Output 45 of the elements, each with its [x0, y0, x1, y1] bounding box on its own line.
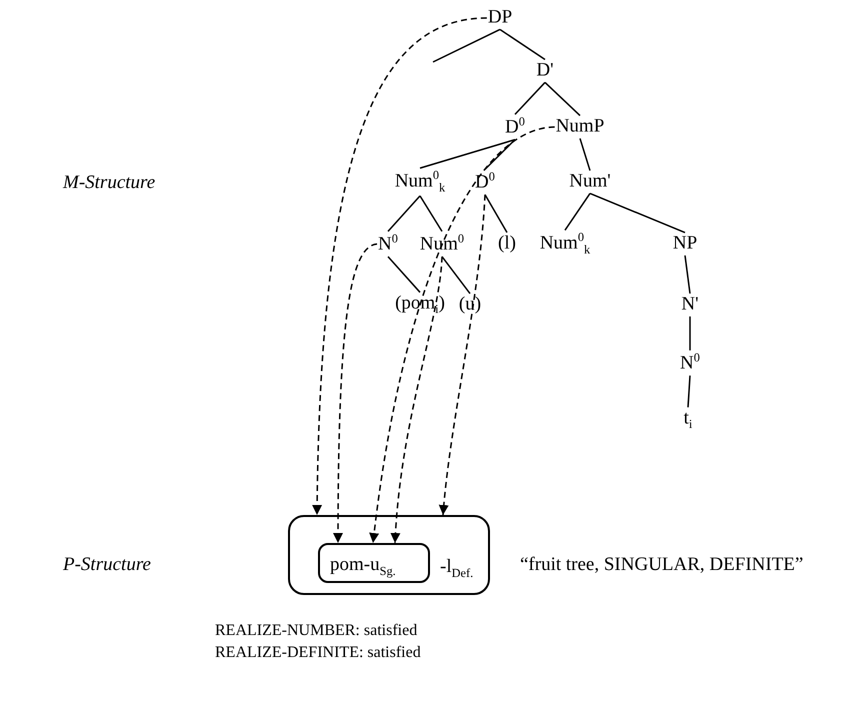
tree-branch: [420, 138, 516, 169]
tree-node-label: N': [681, 294, 699, 316]
tree-branch: [387, 195, 421, 232]
morpheme-text: -l$_{Def.}$: [440, 557, 474, 580]
tree-branch: [441, 256, 471, 294]
rounded-box: [288, 515, 490, 595]
dashed-arrow: [390, 256, 443, 544]
dashed-arrow: [369, 126, 555, 544]
tree-branch: [484, 139, 516, 170]
tree-node-label: (l): [498, 234, 516, 254]
tree-node-label: D$^{0}$: [505, 115, 525, 139]
tree-node-label: (pom$_{i}$): [395, 293, 445, 317]
tree-branch: [484, 194, 508, 233]
tree-branch: [500, 28, 546, 60]
rounded-box: [318, 543, 430, 583]
tree-branch: [514, 82, 546, 115]
tree-branch: [419, 195, 443, 232]
constraint-line: REALIZE-DEFINITE: satisfied: [215, 644, 421, 662]
tree-node-label: DP: [488, 8, 512, 28]
gloss-text: “fruit tree, SINGULAR, DEFINITE”: [520, 554, 804, 576]
tree-branch: [387, 256, 421, 293]
dashed-arrow: [312, 17, 487, 516]
tree-branch: [432, 28, 500, 63]
tree-node-label: Num': [569, 172, 611, 192]
constraint-line: REALIZE-NUMBER: satisfied: [215, 622, 418, 640]
tree-node-label: Num$^{0}$: [420, 232, 464, 256]
tree-branch: [590, 192, 686, 234]
morpheme-text: pom-u$_{Sg.}$: [330, 555, 396, 578]
dashed-arrow: [333, 243, 378, 543]
tree-node-label: NumP: [556, 116, 604, 138]
tree-branch: [687, 376, 691, 408]
tree-branch: [689, 316, 691, 350]
tree-node-label: N$^{0}$: [378, 232, 398, 256]
side-heading: M-Structure: [63, 172, 156, 194]
tree-branch: [684, 255, 691, 294]
side-heading: P-Structure: [63, 554, 151, 576]
tree-node-label: N$^{0}$: [680, 351, 700, 375]
tree-node-label: t$_{i}$: [684, 408, 692, 432]
tree-node-label: NP: [672, 234, 698, 254]
tree-branch: [544, 82, 581, 116]
dashed-arrow: [438, 194, 486, 516]
tree-node-label: D': [536, 60, 554, 82]
tree-node-label: D$^{0}$: [475, 170, 495, 194]
tree-branch: [564, 193, 591, 231]
tree-branch: [579, 138, 591, 171]
